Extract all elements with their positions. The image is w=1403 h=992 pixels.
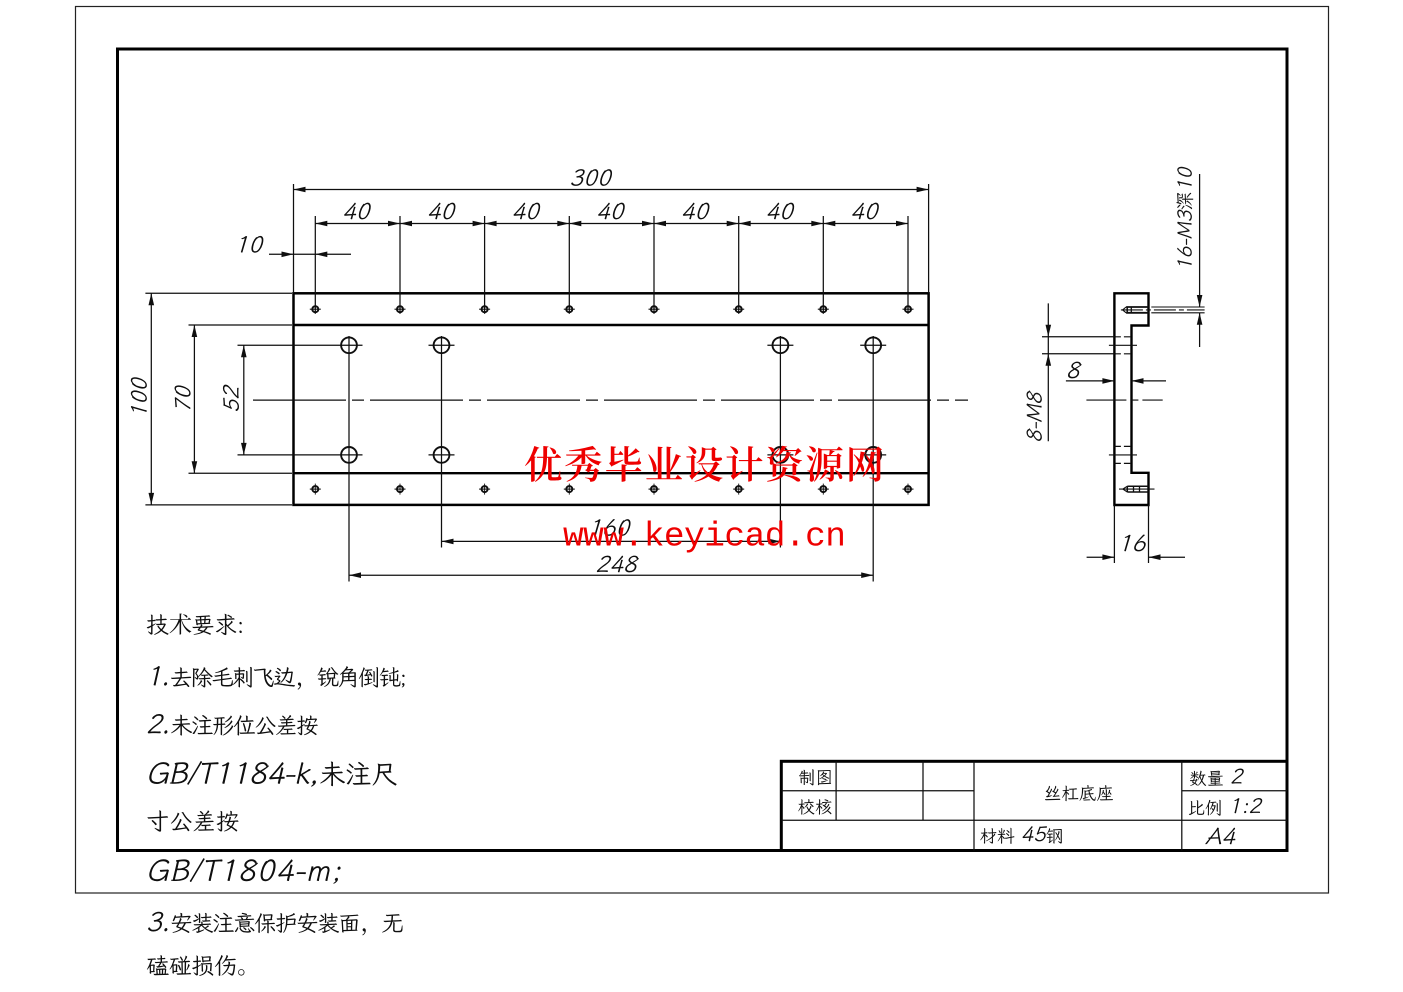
svg-text:www.keyicad.cn: www.keyicad.cn [563, 518, 846, 557]
